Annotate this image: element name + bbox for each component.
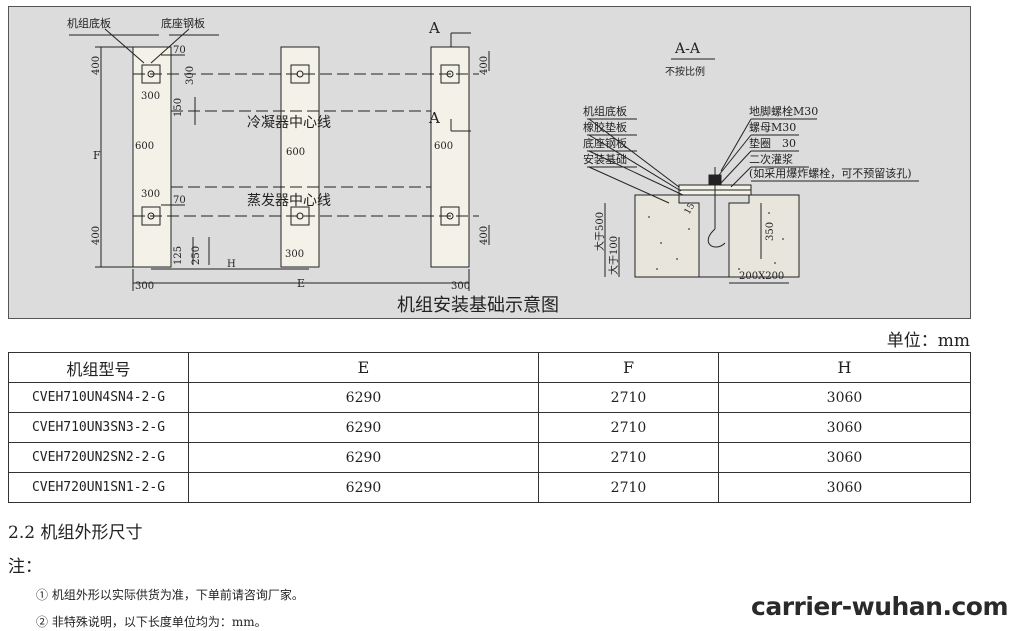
header-E: E [188,352,539,383]
cell-F: 2710 [538,472,719,503]
dim-300-left-bottom: 300 [135,281,154,292]
dim-250: 250 [191,246,202,265]
detail-washer: 垫圈 30 [749,136,796,150]
cell-E: 6290 [188,472,539,503]
detail-expansion-bolt-note: (如采用爆炸螺栓，可不预留该孔) [749,166,912,180]
dimension-table: 机组型号 E F H CVEH710UN4SN4-2-G 6290 2710 3… [8,352,971,503]
dim-300-middle-bottom: 300 [285,249,304,260]
dim-600-left: 600 [135,141,154,152]
dim-greater-500: 大于500 [593,212,606,251]
dim-300-right-bottom: 300 [451,281,470,292]
condenser-center-line-label: 冷凝器中心线 [247,115,331,131]
evaporator-center-line-label: 蒸发器中心线 [247,193,331,209]
detail-secondary-grouting: 二次灌浆 [749,152,793,166]
dim-300-vertical: 300 [185,66,196,85]
dim-600-right: 600 [434,141,453,152]
cell-model: CVEH720UN1SN1-2-G [8,472,189,503]
section-aa-title: A-A [674,41,701,57]
detail-base-steel-plate: 底座钢板 [583,136,627,150]
cell-F: 2710 [538,382,719,413]
drawing-title: 机组安装基础示意图 [397,295,559,316]
callout-unit-base: 机组底板 [67,16,111,30]
cell-model: CVEH720UN2SN2-2-G [8,442,189,473]
dim-F: F [93,149,101,162]
header-H: H [718,352,971,383]
table-row: CVEH720UN2SN2-2-G 6290 2710 3060 [8,442,971,473]
cell-H: 3060 [718,472,971,503]
dim-600-middle: 600 [286,147,305,158]
dim-70-bottom: 70 [173,195,186,206]
watermark: carrier-wuhan.com [751,592,1008,621]
section-mark-bottom: A [428,109,440,127]
dim-300-left-mid: 300 [141,189,160,200]
dim-200x200: 200X200 [739,271,784,282]
cell-E: 6290 [188,412,539,443]
cell-model: CVEH710UN3SN3-2-G [8,412,189,443]
foundation-diagram: 机组底板 底座钢板 70 70 300 300 600 600 600 F H … [67,16,919,316]
cell-H: 3060 [718,382,971,413]
detail-anchor-bolt: 地脚螺栓M30 [749,104,818,118]
dim-400-left-top: 400 [91,56,102,75]
dim-400-right-top: 400 [479,56,490,75]
section-aa-note: 不按比例 [665,65,705,78]
dim-150: 150 [173,98,184,117]
dim-125: 125 [173,246,184,265]
unit-label: 单位：mm [886,331,970,351]
cell-H: 3060 [718,412,971,443]
notes-label: 注： [8,557,42,577]
table-header-row: 机组型号 E F H [8,352,971,383]
note-item: ② 非特殊说明，以下长度单位均为：mm。 [36,615,267,629]
table-row: CVEH720UN1SN1-2-G 6290 2710 3060 [8,472,971,503]
dim-E: E [297,277,305,290]
cell-F: 2710 [538,442,719,473]
section-mark-top: A [428,19,440,37]
cell-model: CVEH710UN4SN4-2-G [8,382,189,413]
cell-E: 6290 [188,442,539,473]
cell-E: 6290 [188,382,539,413]
cell-F: 2710 [538,412,719,443]
dim-400-right-bottom: 400 [479,226,490,245]
table-row: CVEH710UN3SN3-2-G 6290 2710 3060 [8,412,971,443]
foundation-drawing: 机组底板 底座钢板 70 70 300 300 600 600 600 F H … [8,6,971,319]
detail-foundation: 安装基础 [583,152,627,166]
note-item: ① 机组外形以实际供货为准，下单前请咨询厂家。 [36,588,304,602]
dim-greater-100: 大于100 [607,236,620,275]
dim-70-top: 70 [173,45,186,56]
dim-H: H [227,259,236,270]
header-model: 机组型号 [8,352,189,383]
table-row: CVEH710UN4SN4-2-G 6290 2710 3060 [8,382,971,413]
dim-400-left-bottom: 400 [91,226,102,245]
callout-base-steel-plate: 底座钢板 [161,16,205,30]
dim-300-left-top: 300 [141,91,160,102]
header-F: F [538,352,719,383]
dim-350: 350 [765,222,776,241]
section-heading: 2.2 机组外形尺寸 [8,523,143,543]
detail-nut: 螺母M30 [749,121,796,134]
cell-H: 3060 [718,442,971,473]
detail-unit-base: 机组底板 [583,104,627,118]
detail-rubber-pad: 橡胶垫板 [583,120,627,134]
